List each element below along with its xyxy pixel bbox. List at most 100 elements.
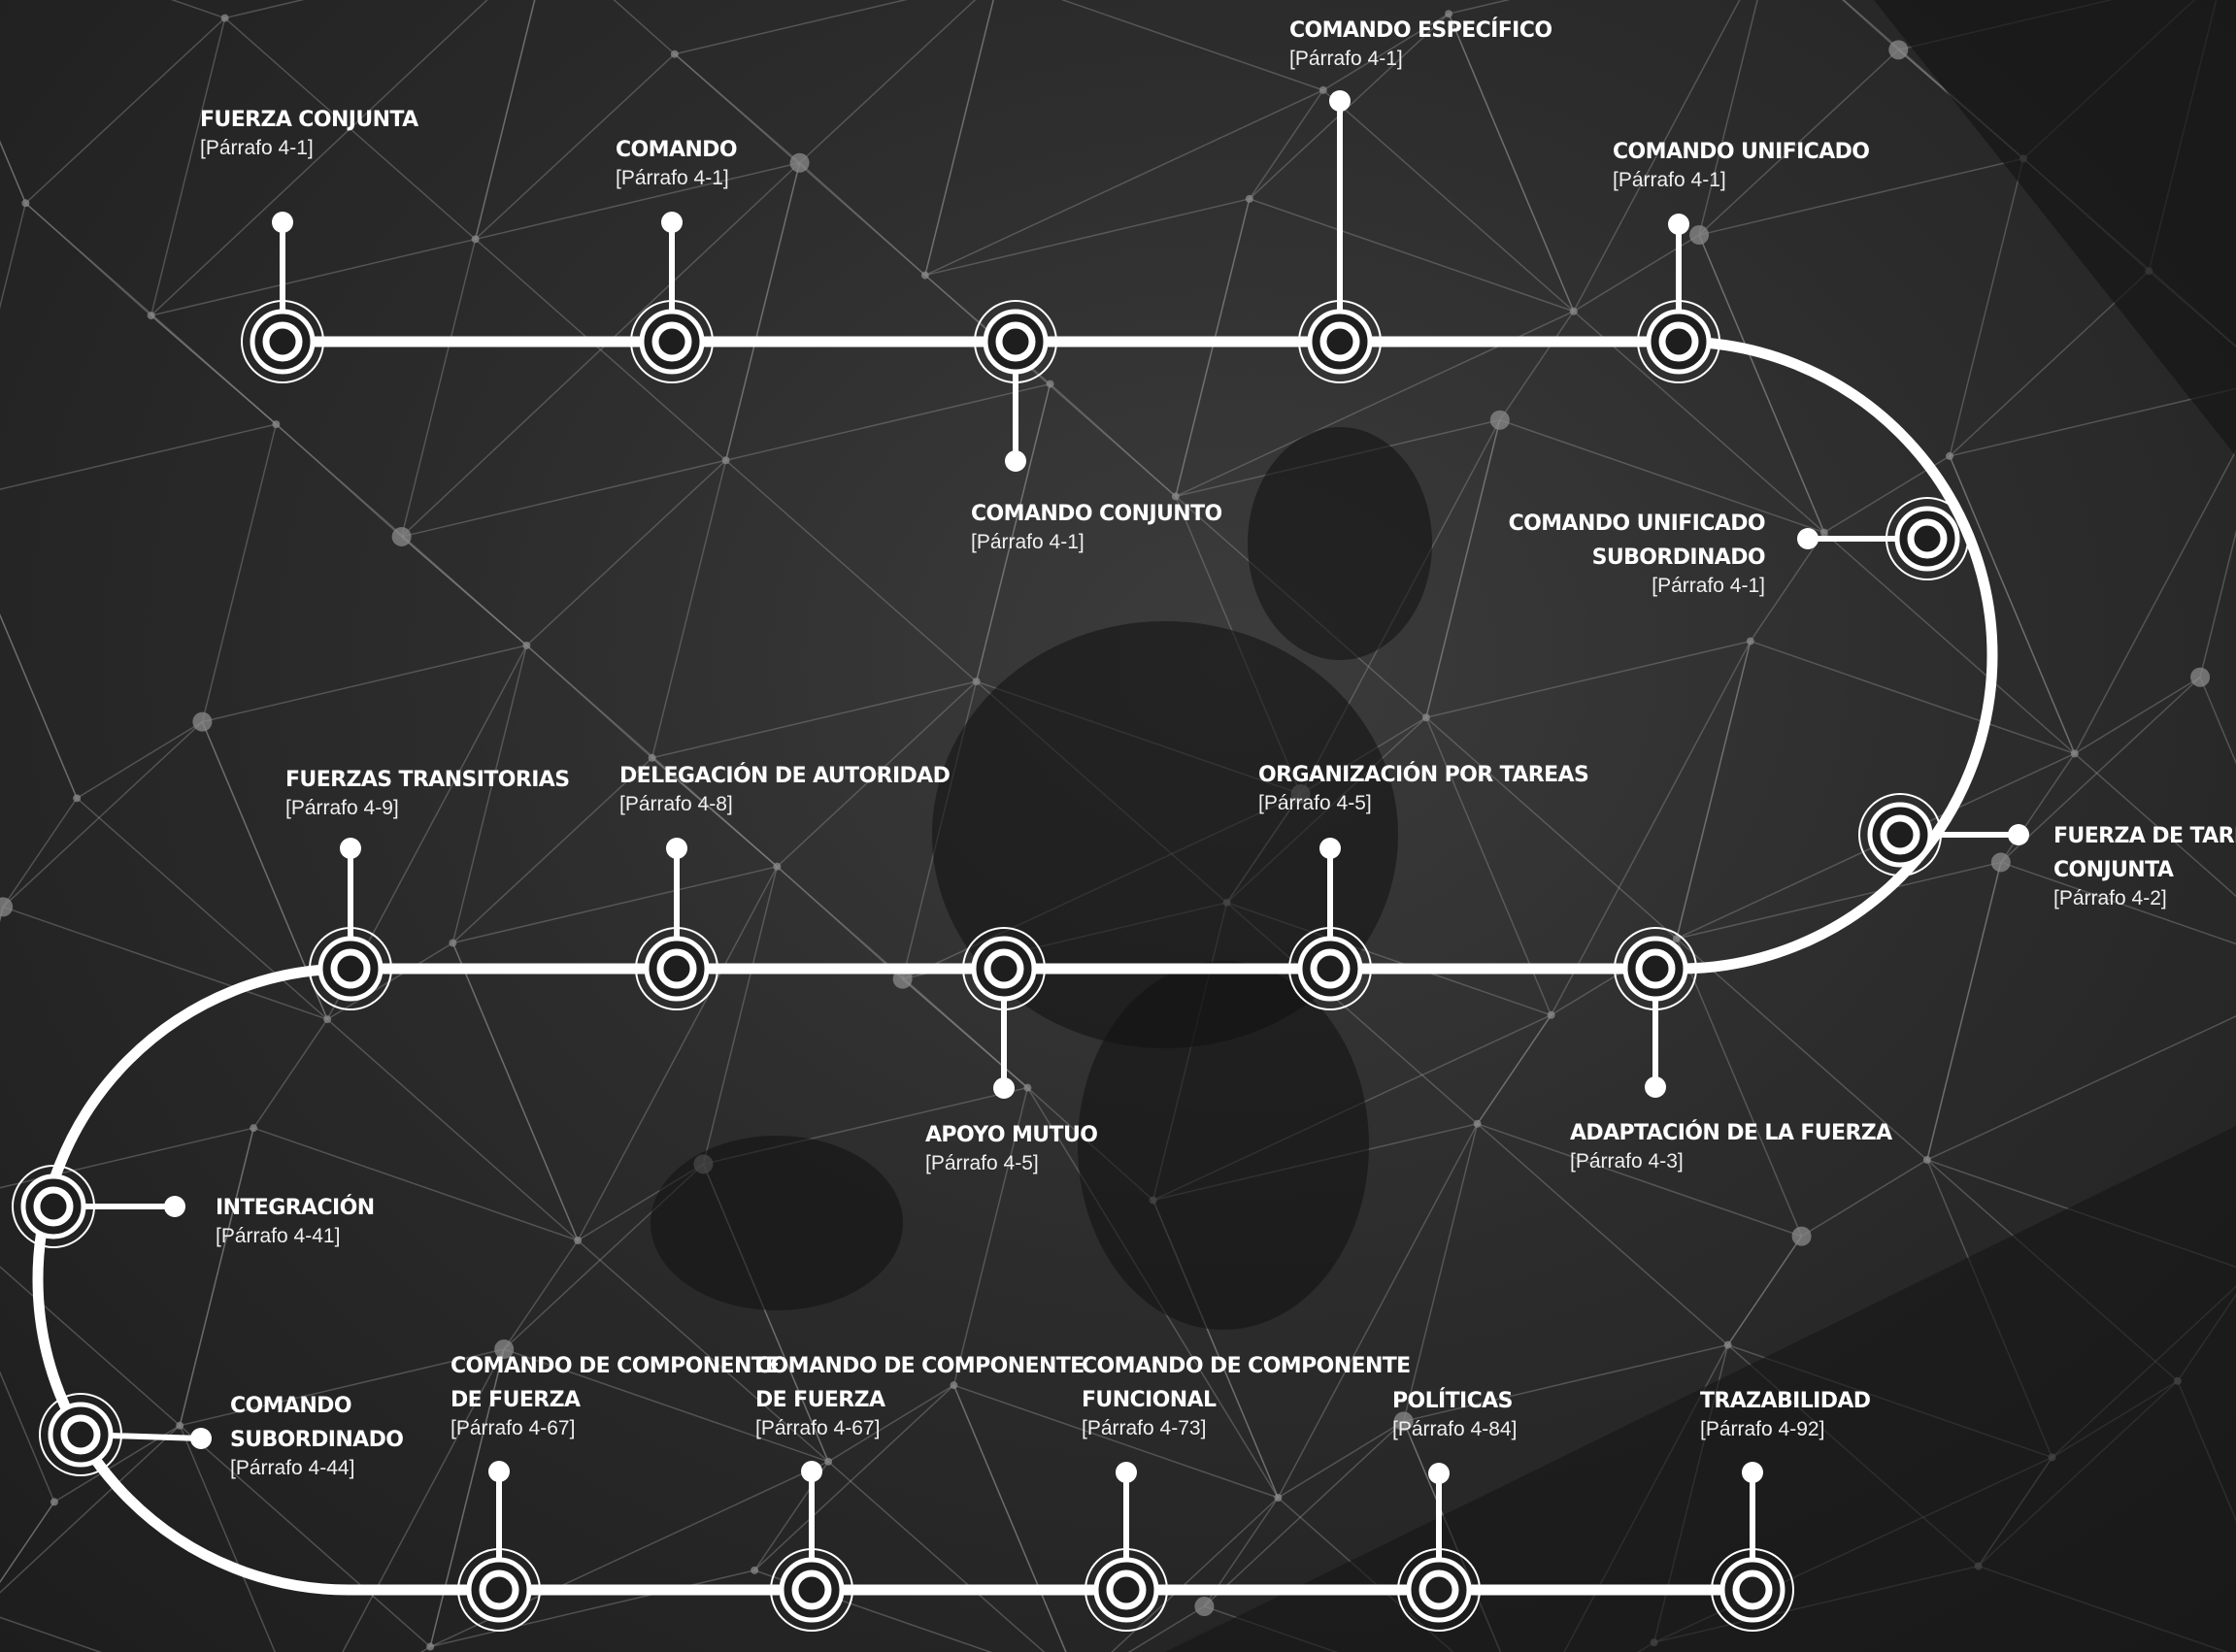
label-fuerza-de-tarea-conjunta: FUERZA DE TAREA CONJUNTA [Párrafo 4-2] bbox=[2053, 819, 2236, 910]
label-title-line: SUBORDINADO bbox=[230, 1428, 404, 1452]
stem-dot bbox=[666, 838, 687, 859]
node-comando-conjunto bbox=[974, 300, 1057, 472]
label-title: COMANDO UNIFICADO bbox=[1613, 140, 1870, 164]
label-title: COMANDO CONJUNTO bbox=[971, 502, 1222, 526]
label-comando-unificado: COMANDO UNIFICADO[Párrafo 4-1] bbox=[1613, 135, 1870, 192]
node-inner-ring bbox=[60, 1414, 101, 1455]
node-outer-ring bbox=[309, 927, 392, 1010]
node-adaptacion-de-la-fuerza bbox=[1614, 927, 1697, 1098]
skydiver-body-silhouette bbox=[932, 621, 1398, 1048]
node-trazabilidad bbox=[1711, 1462, 1794, 1632]
label-reference: [Párrafo 4-5] bbox=[1258, 792, 1372, 814]
node-inner-ring bbox=[1106, 1569, 1147, 1610]
label-politicas: POLÍTICAS[Párrafo 4-84] bbox=[1392, 1384, 1517, 1441]
label-comando-de-componente-de-fuerza: COMANDO DE COMPONENTE DE FUERZA [Párrafo 4… bbox=[451, 1349, 780, 1440]
stem-dot bbox=[1005, 450, 1026, 472]
label-comando: COMANDO[Párrafo 4-1] bbox=[616, 133, 738, 190]
node-outer-ring bbox=[1637, 300, 1720, 383]
node-inner-ring bbox=[1732, 1569, 1773, 1610]
node-inner-ring bbox=[651, 321, 692, 362]
node-organizacion-por-tareas bbox=[1288, 838, 1372, 1010]
label-reference: [Párrafo 4-92] bbox=[1700, 1418, 1825, 1440]
label-reference: [Párrafo 4-2] bbox=[2053, 887, 2167, 909]
node-inner-ring bbox=[1658, 321, 1699, 362]
label-title: TRAZABILIDAD bbox=[1700, 1389, 1871, 1413]
label-reference: [Párrafo 4-67] bbox=[755, 1417, 881, 1439]
label-fuerza-conjunta: FUERZA CONJUNTA [Párrafo 4-1] bbox=[200, 103, 418, 160]
node-inner-ring bbox=[1880, 814, 1920, 855]
label-title-line: COMANDO DE COMPONENTE bbox=[451, 1354, 780, 1378]
label-delegacion-de-autoridad: DELEGACIÓN DE AUTORIDAD [Párrafo 4-8] bbox=[619, 759, 951, 816]
label-title-line: COMANDO DE COMPONENTE bbox=[755, 1354, 1085, 1378]
node-apoyo-mutuo bbox=[962, 927, 1046, 1099]
node-fuerza-de-tarea-conjunta bbox=[1858, 793, 2029, 876]
label-reference: [Párrafo 4-1] bbox=[200, 137, 314, 159]
label-title: POLÍTICAS bbox=[1392, 1389, 1513, 1413]
node-delegacion-de-autoridad bbox=[635, 838, 718, 1010]
label-reference: [Párrafo 4-73] bbox=[1082, 1417, 1207, 1439]
label-reference: [Párrafo 4-67] bbox=[451, 1417, 576, 1439]
skydiver-legs-silhouette bbox=[1078, 961, 1369, 1330]
node-inner-ring bbox=[995, 321, 1036, 362]
node-inner-ring bbox=[33, 1186, 74, 1227]
node-comando-de-componente-de-fuerza bbox=[770, 1461, 853, 1632]
label-reference: [Párrafo 4-1] bbox=[971, 531, 1085, 553]
label-title-line: CONJUNTA bbox=[2053, 858, 2174, 882]
label-reference: [Párrafo 4-8] bbox=[619, 793, 733, 815]
node-outer-ring bbox=[974, 300, 1057, 383]
label-comando-especifico: COMANDO ESPECÍFICO [Párrafo 4-1] bbox=[1289, 14, 1552, 71]
label-apoyo-mutuo: APOYO MUTUO[Párrafo 4-5] bbox=[925, 1118, 1098, 1175]
node-outer-ring bbox=[1886, 497, 1969, 580]
stem-dot bbox=[2008, 824, 2029, 845]
label-title-line: FUERZA DE TAREA bbox=[2053, 824, 2236, 848]
skydiver-head-silhouette bbox=[1248, 427, 1432, 660]
node-comando-de-componente-de-fuerza bbox=[457, 1461, 541, 1632]
node-comando-unificado-subordinado bbox=[1797, 497, 1969, 580]
node-comando-de-componente-funcional bbox=[1085, 1462, 1168, 1632]
node-inner-ring bbox=[330, 948, 371, 989]
label-title: FUERZA CONJUNTA bbox=[200, 108, 418, 132]
node-outer-ring bbox=[39, 1393, 122, 1476]
node-integracion bbox=[12, 1165, 185, 1248]
label-title-line: COMANDO UNIFICADO bbox=[1508, 512, 1766, 536]
stem-dot bbox=[801, 1461, 822, 1482]
label-title: ADAPTACIÓN DE LA FUERZA bbox=[1570, 1121, 1892, 1145]
label-reference: [Párrafo 4-1] bbox=[1289, 48, 1403, 70]
stem-dot bbox=[1428, 1463, 1450, 1484]
node-outer-ring bbox=[1614, 927, 1697, 1010]
node-fuerza-conjunta bbox=[241, 212, 324, 383]
label-trazabilidad: TRAZABILIDAD [Párrafo 4-92] bbox=[1700, 1384, 1871, 1441]
label-reference: [Párrafo 4-1] bbox=[1652, 575, 1765, 597]
label-title-line: DE FUERZA bbox=[755, 1388, 885, 1412]
label-title-line: SUBORDINADO bbox=[1591, 545, 1766, 570]
stem-dot bbox=[1319, 838, 1341, 859]
label-fuerzas-transitorias: FUERZAS TRANSITORIAS [Párrafo 4-9] bbox=[285, 763, 570, 820]
stem-dot bbox=[1797, 528, 1819, 549]
node-outer-ring bbox=[635, 927, 718, 1010]
node-inner-ring bbox=[984, 948, 1024, 989]
node-outer-ring bbox=[1085, 1548, 1168, 1632]
node-outer-ring bbox=[962, 927, 1046, 1010]
stem-dot bbox=[661, 212, 683, 233]
node-outer-ring bbox=[770, 1548, 853, 1632]
label-comando-de-componente-de-fuerza: COMANDO DE COMPONENTE DE FUERZA [Párrafo 4… bbox=[755, 1349, 1085, 1440]
stem-dot bbox=[340, 838, 361, 859]
node-comando-unificado bbox=[1637, 214, 1720, 383]
label-title: ORGANIZACIÓN POR TAREAS bbox=[1258, 763, 1589, 787]
label-title: COMANDO ESPECÍFICO bbox=[1289, 18, 1552, 43]
node-inner-ring bbox=[1635, 948, 1676, 989]
label-reference: [Párrafo 4-9] bbox=[285, 797, 399, 819]
stem-dot bbox=[272, 212, 293, 233]
label-title: APOYO MUTUO bbox=[925, 1123, 1098, 1147]
label-title: FUERZAS TRANSITORIAS bbox=[285, 768, 570, 792]
stem-dot bbox=[1742, 1462, 1763, 1483]
stem-dot bbox=[1116, 1462, 1137, 1483]
label-title: DELEGACIÓN DE AUTORIDAD bbox=[619, 764, 951, 788]
node-comando-subordinado bbox=[39, 1393, 212, 1476]
node-outer-ring bbox=[630, 300, 714, 383]
label-title-line: DE FUERZA bbox=[451, 1388, 581, 1412]
